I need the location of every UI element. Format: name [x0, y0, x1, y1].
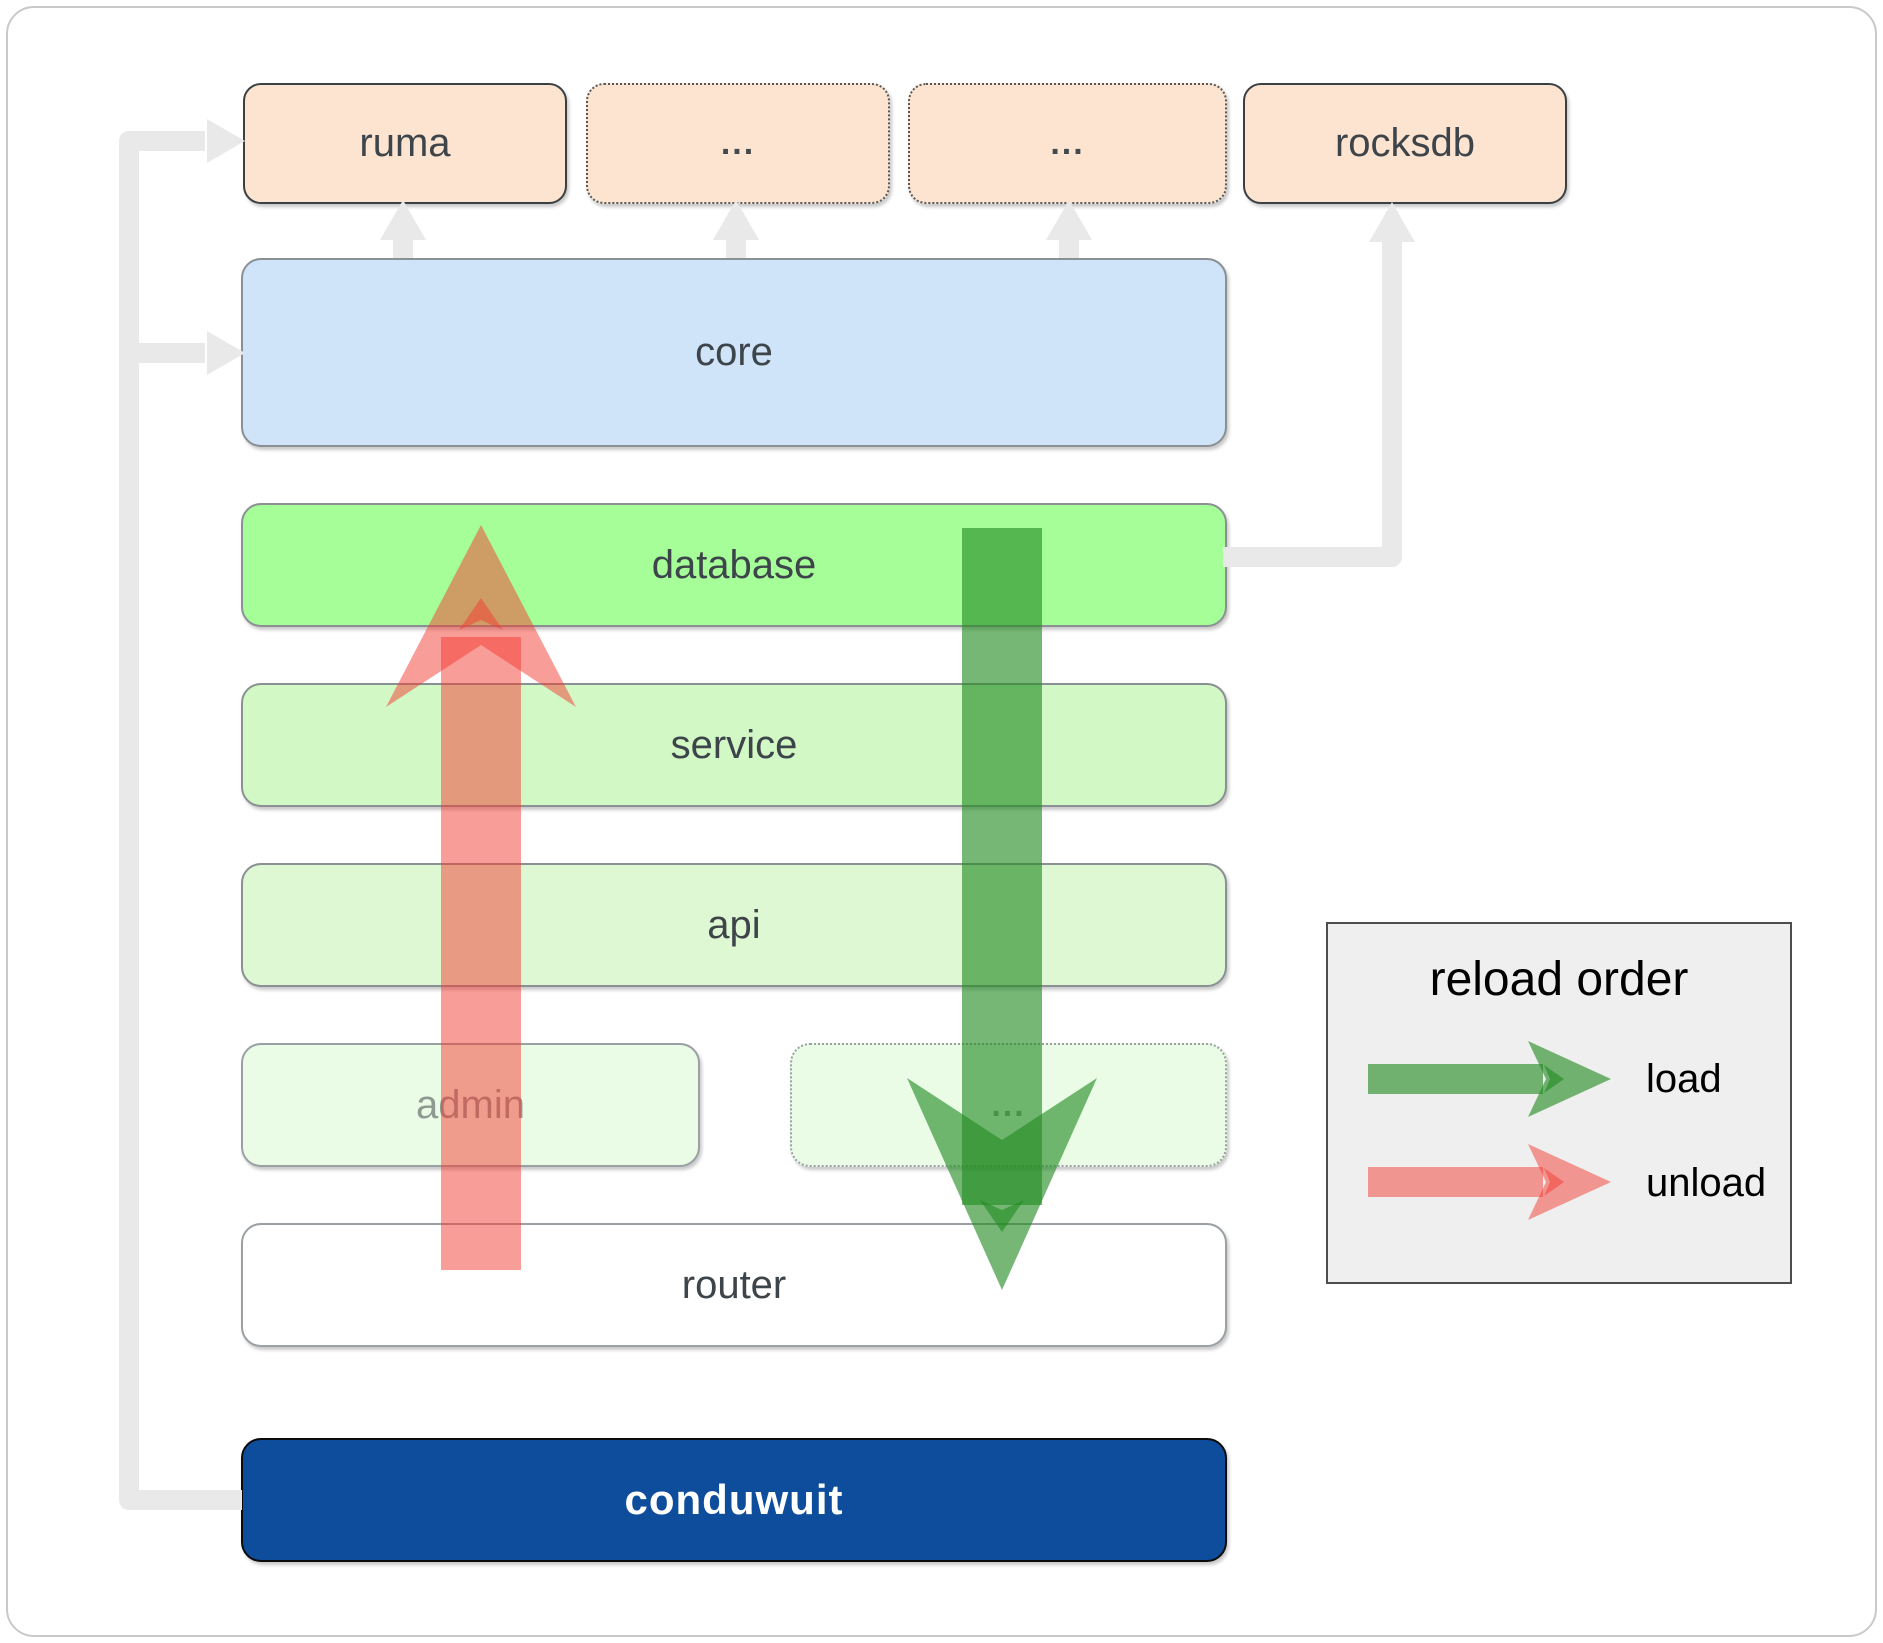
legend-unload-label: unload — [1646, 1161, 1767, 1205]
legend-load-arrow-icon — [1368, 1041, 1611, 1117]
node-ruma: ruma — [243, 83, 567, 204]
node-api: api — [241, 863, 1227, 987]
node-dots-top-right: ... — [908, 83, 1227, 204]
legend: reload order load unload — [1326, 922, 1792, 1284]
node-database: database — [241, 503, 1227, 627]
node-dots-admin: ... — [790, 1043, 1227, 1167]
node-router: router — [241, 1223, 1227, 1347]
legend-load-label: load — [1646, 1057, 1722, 1101]
legend-title: reload order — [1429, 953, 1689, 1006]
node-conduwuit: conduwuit — [241, 1438, 1227, 1562]
node-admin: admin — [241, 1043, 700, 1167]
node-service: service — [241, 683, 1227, 807]
node-dots-top-left: ... — [586, 83, 890, 204]
legend-unload-arrow-icon — [1368, 1144, 1611, 1220]
node-core: core — [241, 258, 1227, 447]
outer-frame — [6, 6, 1877, 1637]
node-rocksdb: rocksdb — [1243, 83, 1567, 204]
